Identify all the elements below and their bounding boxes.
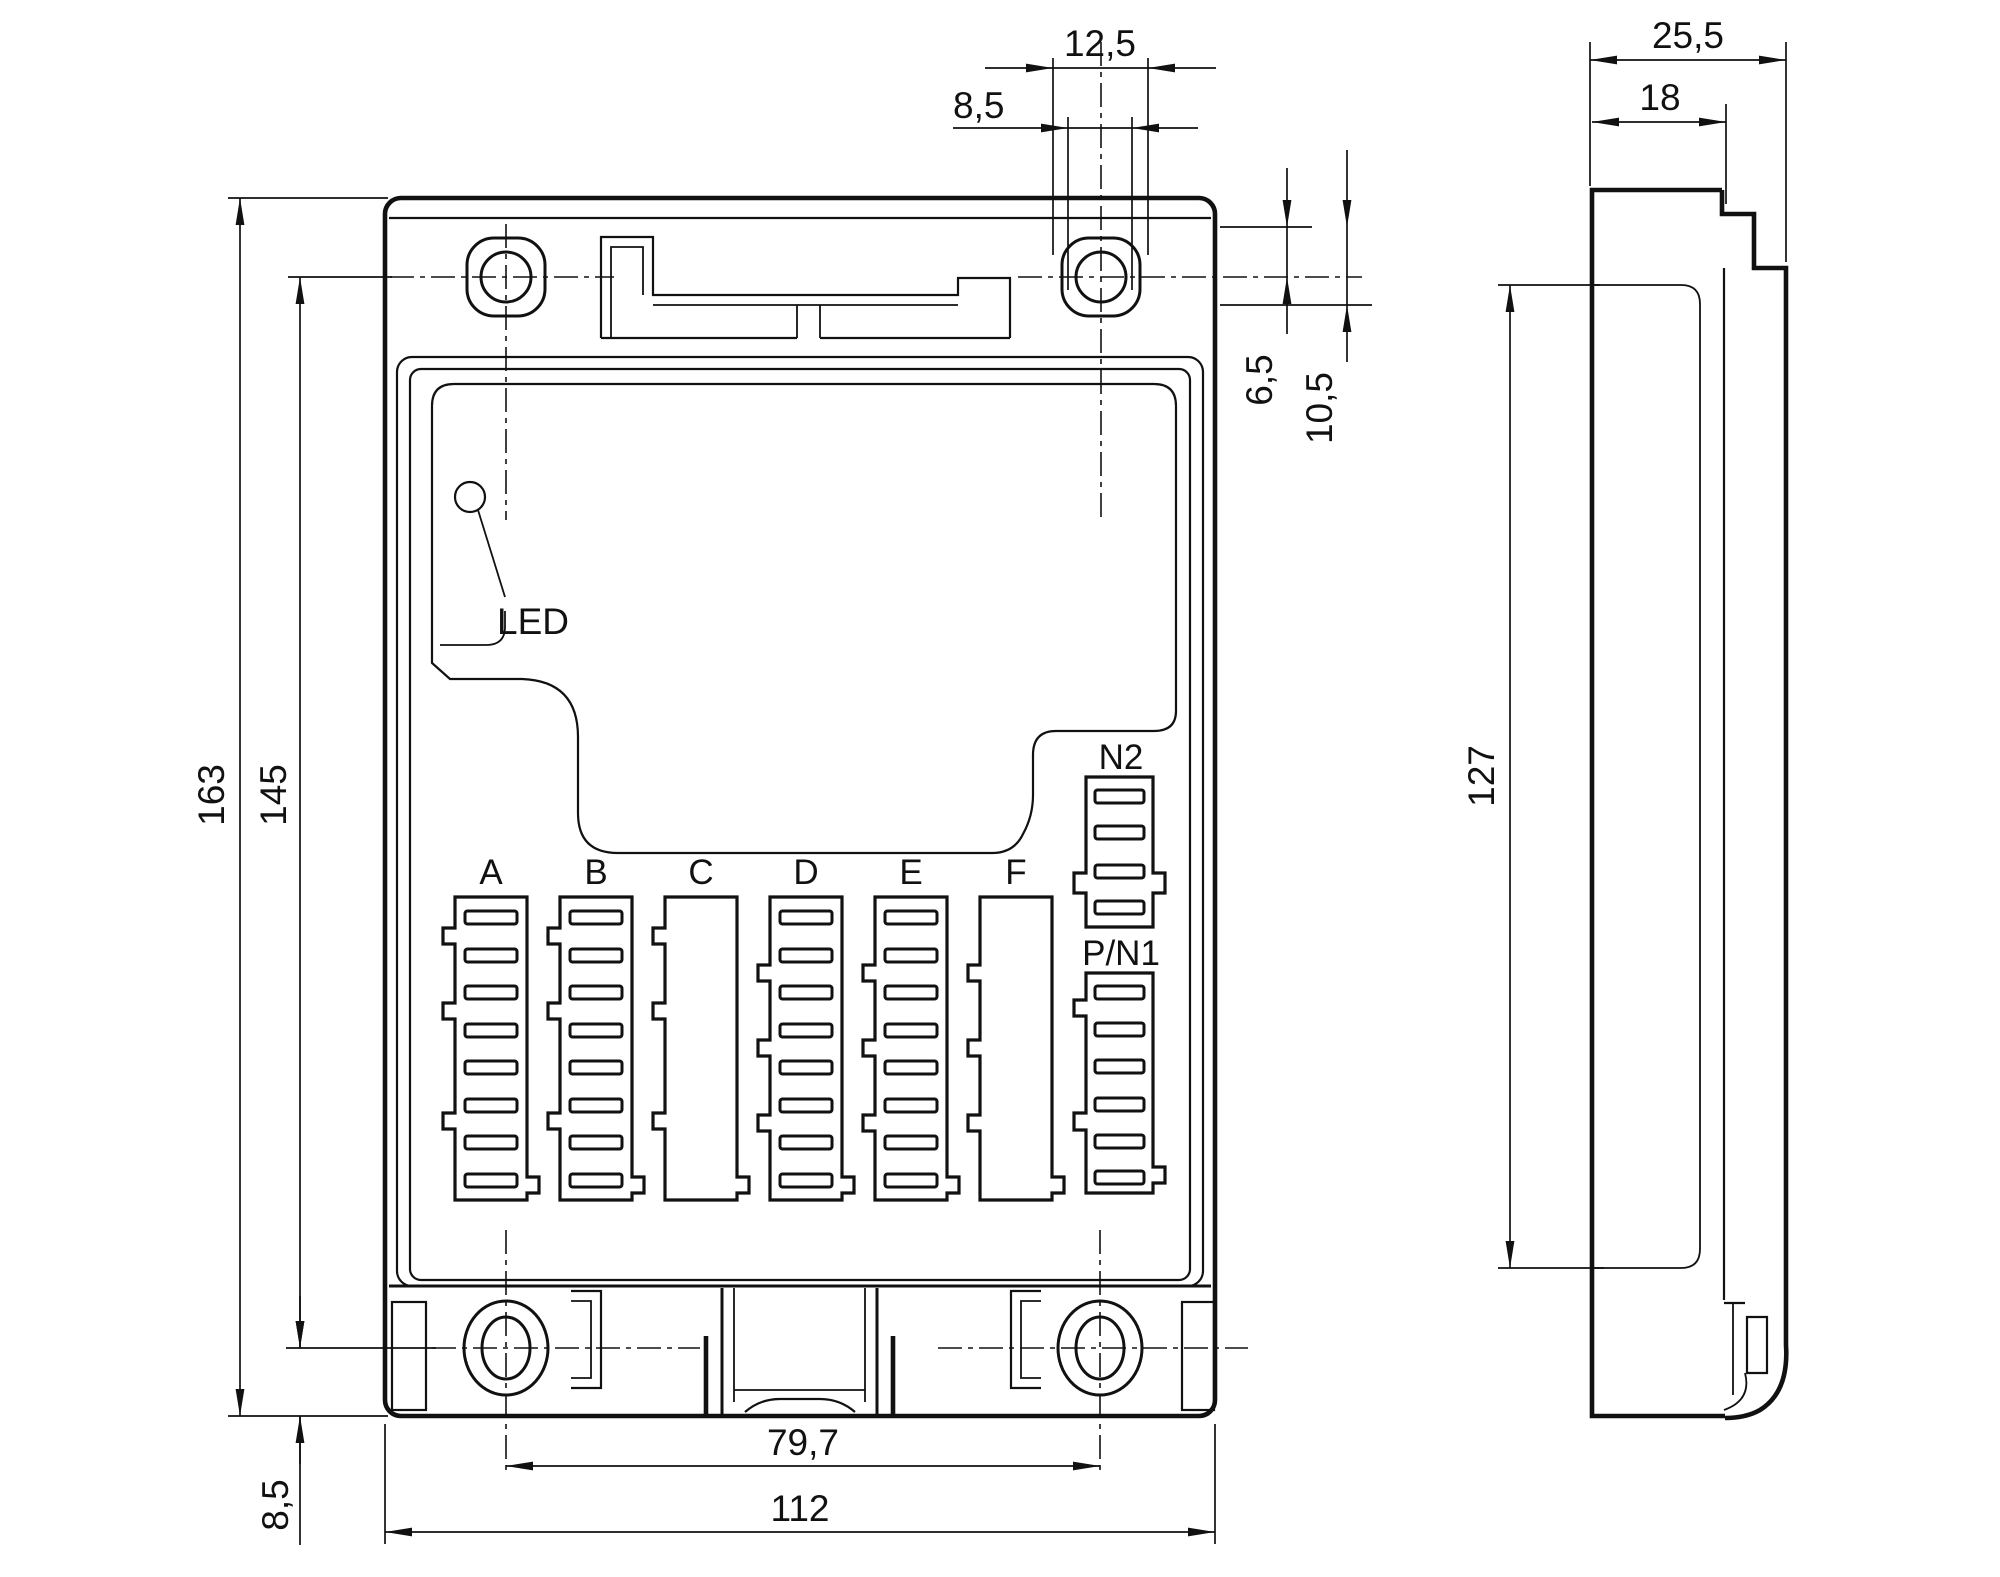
dim-text-12-5: 12,5 <box>1064 23 1136 64</box>
led-indicator: LED <box>440 480 569 646</box>
front-view: LED A B C D E <box>382 42 1362 1472</box>
side-view <box>1589 187 1789 1421</box>
connector-a: A <box>441 853 541 1202</box>
dim-top-slot-width: 12,5 <box>985 23 1216 255</box>
connector-f-label: F <box>1005 853 1026 892</box>
connector-b-label: B <box>584 853 607 892</box>
led-icon <box>453 480 487 514</box>
dim-top-slot-inner-width: 8,5 <box>953 85 1198 290</box>
foot-bracket-right-inner <box>1020 1300 1041 1379</box>
panel-border-inner <box>408 367 1192 1282</box>
foot-bracket-left-inner <box>571 1300 592 1379</box>
connector-a-label: A <box>479 853 503 892</box>
mounting-feet <box>390 1289 1216 1412</box>
side-clip-detail <box>1723 1301 1769 1411</box>
din-clip <box>703 1288 896 1414</box>
connector-d-label: D <box>793 853 818 892</box>
connector-e-label: E <box>899 853 922 892</box>
connector-n2-label: N2 <box>1099 738 1144 777</box>
top-mounting-slot <box>599 235 1012 340</box>
side-body-outline <box>1589 187 1725 1419</box>
dim-body-depth: 18 <box>1592 77 1727 204</box>
dim-overall-height: 163 <box>191 197 388 1417</box>
foot-bracket-left-outer <box>571 1289 603 1390</box>
foot-tab-left <box>390 1300 428 1412</box>
dim-text-163: 163 <box>191 764 232 826</box>
dim-text-127: 127 <box>1461 745 1502 807</box>
dim-front-panel-height: 127 <box>1461 284 1604 1269</box>
dim-top-hole-offset-outer: 10,5 <box>1299 150 1352 444</box>
connector-d: D <box>756 853 856 1202</box>
foot-bracket-right-outer <box>1009 1289 1041 1390</box>
connector-f: F <box>966 853 1066 1202</box>
led-label: LED <box>497 601 569 642</box>
mounting-hole-bottom-left <box>432 1230 700 1472</box>
connector-bank: A B C D E <box>441 738 1167 1202</box>
dim-text-145: 145 <box>253 764 294 826</box>
dim-text-10-5: 10,5 <box>1299 372 1340 444</box>
led-leader-line <box>477 509 506 598</box>
dim-top-hole-offset-inner: 6,5 <box>1220 168 1372 406</box>
dim-text-8-5-top: 8,5 <box>953 85 1004 126</box>
dim-text-6-5: 6,5 <box>1239 354 1280 405</box>
side-rail-outline <box>1719 190 1789 1421</box>
connector-e: E <box>861 853 961 1202</box>
housing-outline <box>382 195 1218 1419</box>
dim-text-25-5: 25,5 <box>1652 15 1724 56</box>
connector-pn1: P/N1 <box>1072 934 1167 1195</box>
dim-hole-spacing-vertical: 145 <box>253 276 436 1349</box>
side-front-panel-line <box>1592 284 1701 1269</box>
dim-hole-spacing-horizontal: 79,7 <box>506 1422 1100 1471</box>
dimension-annotations: 163 145 8,5 79,7 112 <box>191 15 1787 1545</box>
connector-pn1-label: P/N1 <box>1082 934 1160 973</box>
mounting-hole-bottom-right <box>938 1230 1248 1472</box>
connector-c: C <box>651 853 751 1202</box>
connector-c-label: C <box>688 853 713 892</box>
dim-text-18: 18 <box>1639 77 1680 118</box>
connector-n2: N2 <box>1072 738 1167 929</box>
dim-overall-depth: 25,5 <box>1589 15 1787 262</box>
connector-b: B <box>546 853 646 1202</box>
foot-tab-right <box>1180 1300 1216 1412</box>
dim-bottom-hole-offset: 8,5 <box>255 1296 305 1545</box>
dim-overall-width: 112 <box>384 1424 1216 1544</box>
dim-text-8-5-bottom: 8,5 <box>255 1479 296 1530</box>
cover-outline <box>430 382 1178 855</box>
mounting-hole-top-right <box>1018 42 1362 520</box>
mounting-hole-top-left <box>390 224 614 520</box>
dim-text-112: 112 <box>771 1488 830 1529</box>
led-pocket <box>440 611 506 646</box>
dim-text-79-7: 79,7 <box>767 1422 839 1463</box>
